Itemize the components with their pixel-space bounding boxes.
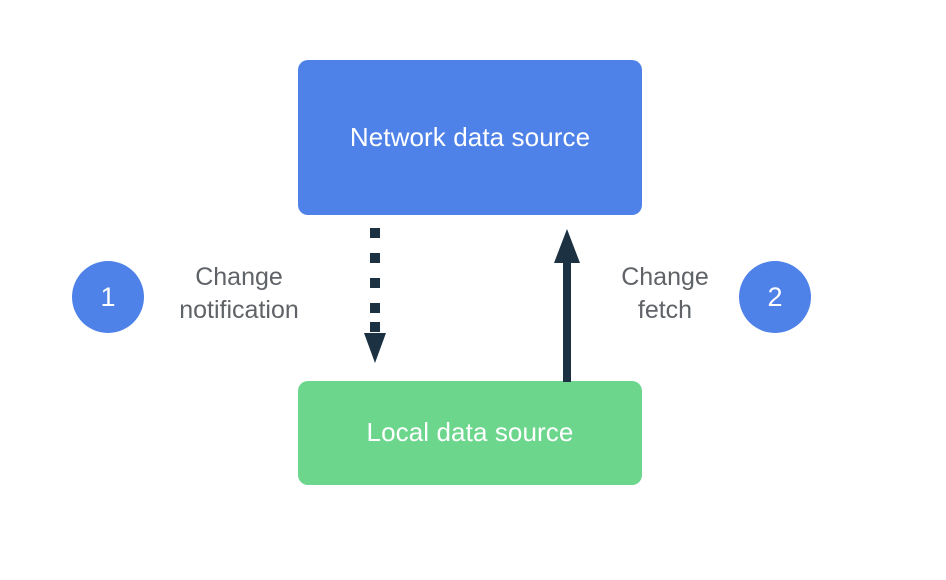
step-badge-2-number: 2	[767, 281, 783, 312]
node-local-data-source: Local data source	[298, 381, 642, 485]
solid-arrow-up-icon	[554, 229, 580, 382]
step-caption-change-fetch: Change fetch	[621, 263, 709, 324]
step-badge-2: 2	[739, 261, 811, 333]
step-badge-1: 1	[72, 261, 144, 333]
node-network-data-source: Network data source	[298, 60, 642, 215]
step-caption-change-notification: Change notification	[179, 263, 299, 324]
step-badge-1-number: 1	[100, 281, 116, 312]
dotted-arrow-down-icon	[364, 228, 386, 363]
node-network-data-source-label: Network data source	[349, 121, 591, 152]
node-local-data-source-label: Local data source	[366, 417, 574, 448]
